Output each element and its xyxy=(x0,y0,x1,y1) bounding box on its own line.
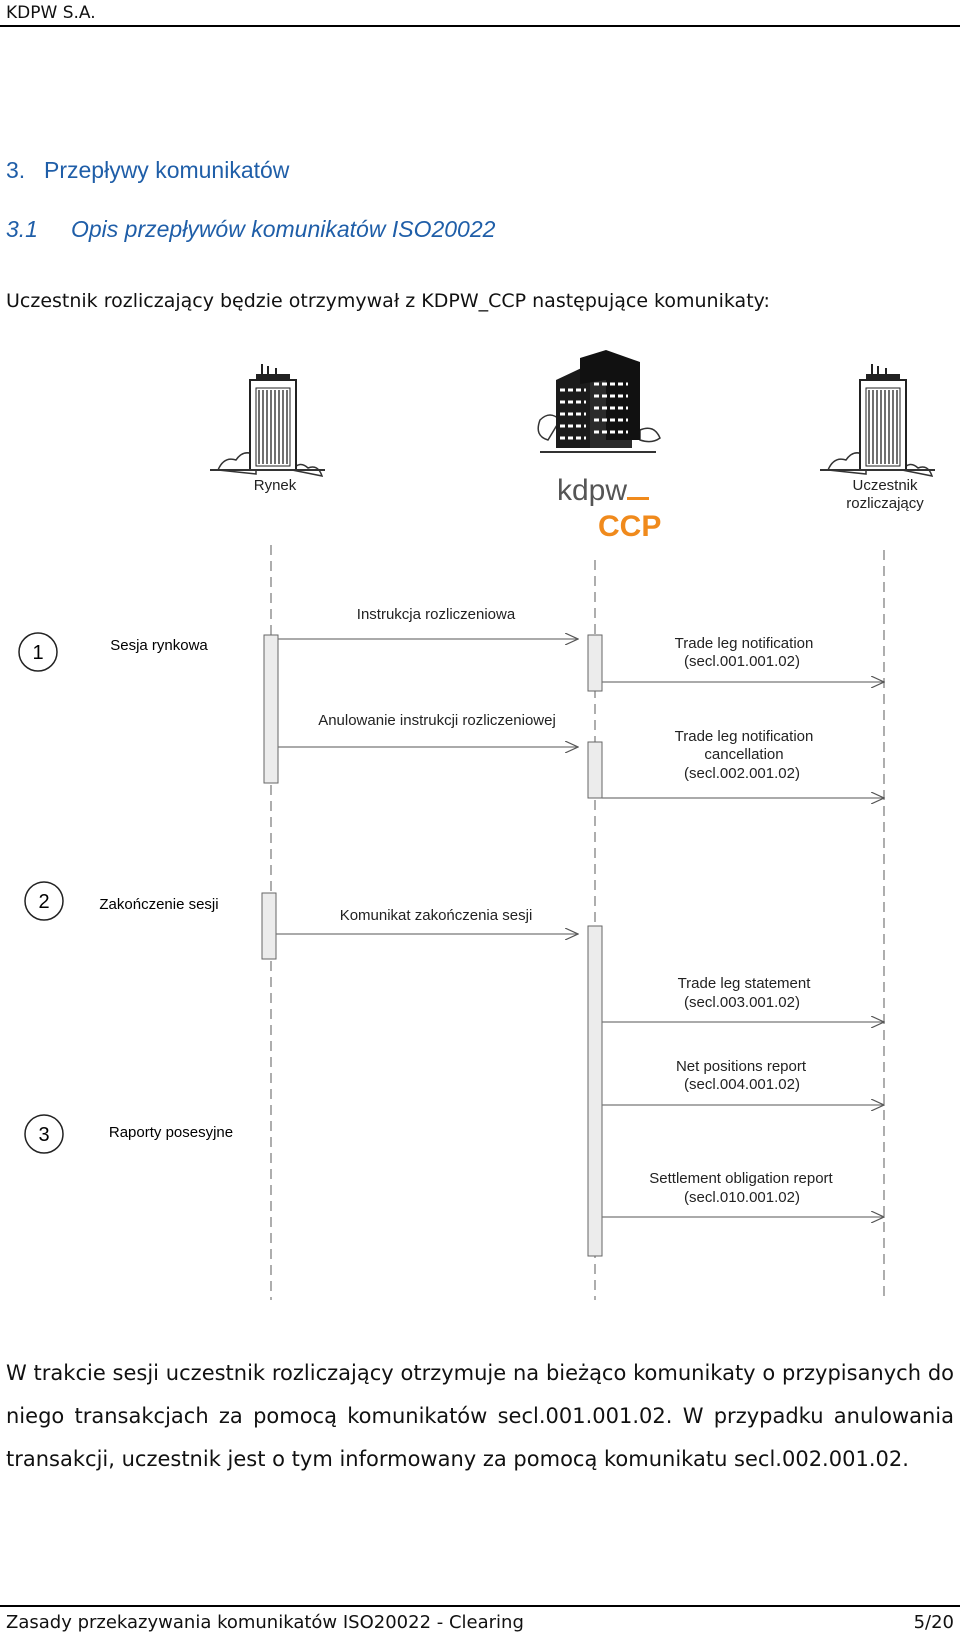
msg-instrukcja: Instrukcja rozliczeniowa xyxy=(357,606,516,623)
step-label-2: Zakończenie sesji xyxy=(99,896,218,913)
header-divider xyxy=(0,25,960,27)
step-2: 2 Zakończenie sesji xyxy=(24,881,219,921)
msg-sor-2: (secl.010.001.02) xyxy=(684,1189,800,1206)
msg-npr-2: (secl.004.001.02) xyxy=(684,1076,800,1093)
msg-tlnc-1: Trade leg notification xyxy=(675,728,814,745)
subsection-number: 3.1 xyxy=(6,216,38,242)
msg-tls-1: Trade leg statement xyxy=(678,975,812,992)
footer-divider xyxy=(0,1605,960,1607)
message-flow-diagram: Rynek Uczestnik rozliczający kdpw CCP 1 … xyxy=(18,350,935,1300)
actor-rynek: Rynek xyxy=(254,477,297,494)
step-circle-1 xyxy=(18,632,58,672)
office-buildings-icon xyxy=(537,350,661,453)
section-number: 3. xyxy=(6,157,26,183)
intro-text: Uczestnik rozliczający będzie otrzymywał… xyxy=(6,290,770,312)
step-circle-3 xyxy=(24,1114,64,1154)
logo-ccp: CCP xyxy=(598,510,661,543)
section-title: Przepływy komunikatów xyxy=(44,157,290,183)
step-1: 1 Sesja rynkowa xyxy=(18,632,208,672)
step-label-1: Sesja rynkowa xyxy=(110,637,208,654)
msg-tlnc-3: (secl.002.001.02) xyxy=(684,765,800,782)
activation-kdpw-1 xyxy=(587,634,603,692)
header-company: KDPW S.A. xyxy=(6,3,96,23)
subsection-heading: 3.1 Opis przepływów komunikatów ISO20022 xyxy=(6,216,495,243)
kdpw-ccp-logo: kdpw CCP xyxy=(557,474,661,543)
step-3: 3 Raporty posesyjne xyxy=(24,1114,233,1154)
footer-title: Zasady przekazywania komunikatów ISO2002… xyxy=(6,1612,524,1633)
building-icon-rynek xyxy=(210,364,325,477)
subsection-title: Opis przepływów komunikatów ISO20022 xyxy=(71,216,496,242)
logo-underscore xyxy=(627,497,649,500)
activation-kdpw-2 xyxy=(587,741,603,799)
page-number: 5/20 xyxy=(913,1612,954,1633)
logo-kdpw: kdpw xyxy=(557,474,627,507)
msg-tln-2: (secl.001.001.02) xyxy=(684,653,800,670)
step-number-3: 3 xyxy=(38,1124,49,1146)
activation-rynek-2 xyxy=(261,892,277,960)
step-number-1: 1 xyxy=(32,642,43,664)
activation-rynek-1 xyxy=(263,634,279,784)
section-heading: 3. Przepływy komunikatów xyxy=(6,157,289,184)
body-paragraph: W trakcie sesji uczestnik rozliczający o… xyxy=(6,1361,954,1471)
msg-tln-1: Trade leg notification xyxy=(675,635,814,652)
msg-anulowanie: Anulowanie instrukcji rozliczeniowej xyxy=(318,712,556,729)
msg-tls-2: (secl.003.001.02) xyxy=(684,994,800,1011)
step-circle-2 xyxy=(24,881,64,921)
msg-tlnc-2: cancellation xyxy=(704,746,783,763)
msg-npr-1: Net positions report xyxy=(676,1058,807,1075)
activation-kdpw-3 xyxy=(587,925,603,1257)
building-icon-uczestnik xyxy=(820,364,935,477)
msg-sor-1: Settlement obligation report xyxy=(649,1170,833,1187)
msg-komunikat-zakonczenia: Komunikat zakończenia sesji xyxy=(340,907,533,924)
step-number-2: 2 xyxy=(38,891,49,913)
actor-uczestnik-line2: rozliczający xyxy=(846,495,924,512)
step-label-3: Raporty posesyjne xyxy=(109,1124,233,1141)
actor-uczestnik-line1: Uczestnik xyxy=(852,477,918,494)
